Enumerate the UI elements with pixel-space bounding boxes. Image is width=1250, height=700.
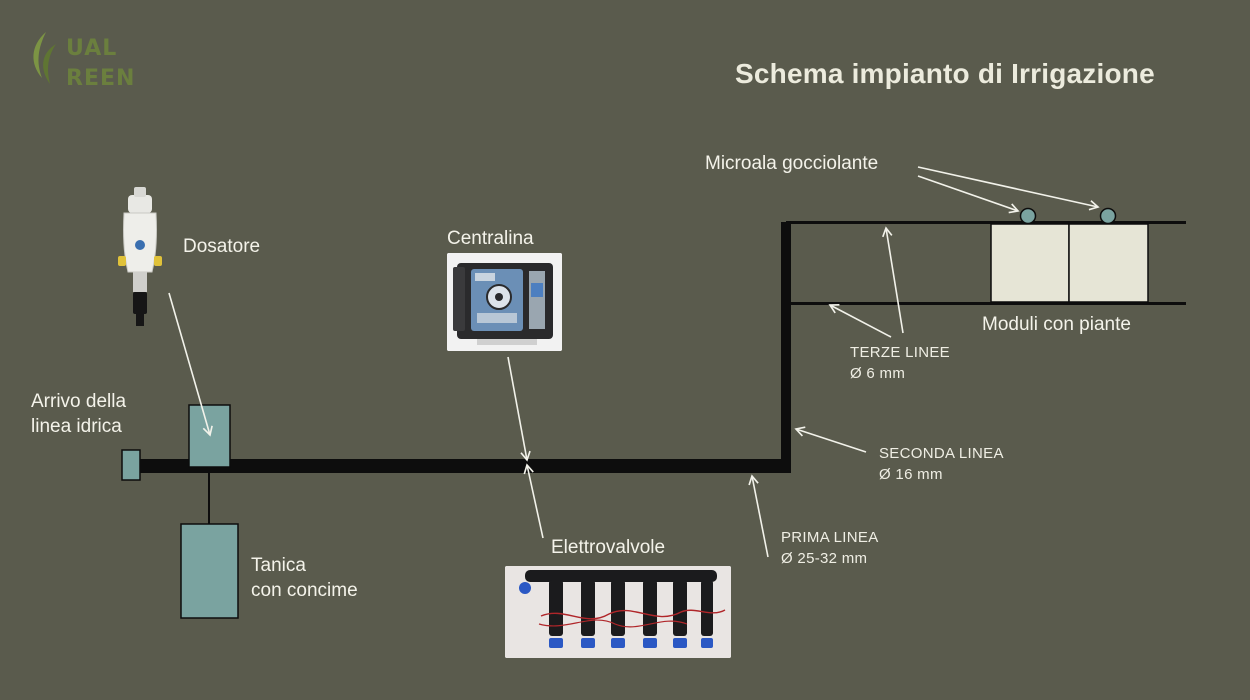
label-centralina: Centralina bbox=[447, 228, 534, 249]
tertiary-line-bottom bbox=[786, 302, 1186, 305]
label-dosatore: Dosatore bbox=[183, 236, 261, 257]
arrow-prima-linea bbox=[748, 474, 769, 558]
label-terze-linee: TERZE LINEE Ø 6 mm bbox=[850, 342, 950, 384]
plant-module-1 bbox=[990, 223, 1070, 303]
label-elettrovalvole: Elettrovalvole bbox=[551, 537, 666, 558]
arrivo-line2: linea idrica bbox=[31, 416, 122, 437]
dosatore-box bbox=[188, 404, 231, 468]
terze-linee-diameter: Ø 6 mm bbox=[850, 365, 906, 382]
label-arrivo: Arrivo della linea idrica bbox=[31, 389, 126, 439]
water-inlet bbox=[121, 449, 141, 481]
seconda-linea-diameter: Ø 16 mm bbox=[879, 466, 943, 483]
tertiary-line-top bbox=[786, 221, 1186, 224]
label-tanica: Tanica con concime bbox=[251, 553, 358, 603]
secondary-pipe bbox=[781, 222, 791, 473]
arrivo-line1: Arrivo della bbox=[31, 391, 127, 412]
leaf-icon bbox=[33, 32, 56, 84]
elettrovalvole-photo bbox=[505, 566, 731, 658]
label-prima-linea: PRIMA LINEA Ø 25-32 mm bbox=[781, 527, 879, 569]
page-title: Schema impianto di Irrigazione bbox=[735, 58, 1155, 89]
arrow-microala-1 bbox=[917, 175, 1020, 214]
logo-text-line1: UAL bbox=[66, 36, 118, 61]
arrow-elettrovalvole bbox=[523, 463, 544, 539]
centralina-photo bbox=[447, 253, 562, 351]
prima-linea-diameter: Ø 25-32 mm bbox=[781, 550, 868, 567]
label-microala: Microala gocciolante bbox=[705, 153, 879, 174]
label-moduli: Moduli con piante bbox=[982, 314, 1131, 335]
fertilizer-tank bbox=[180, 523, 239, 619]
arrow-terze-top bbox=[882, 226, 904, 334]
dripper-2 bbox=[1099, 207, 1117, 225]
arrow-dosatore bbox=[168, 292, 213, 437]
seconda-linea-title: SECONDA LINEA bbox=[879, 445, 1004, 462]
prima-linea-title: PRIMA LINEA bbox=[781, 529, 879, 546]
arrow-seconda-linea bbox=[794, 426, 867, 453]
tanica-line2: con concime bbox=[251, 580, 358, 601]
tanica-line1: Tanica bbox=[251, 555, 306, 576]
arrow-microala-2 bbox=[917, 166, 1100, 211]
logo-text-line2: REEN bbox=[66, 66, 136, 91]
primary-pipe bbox=[140, 459, 785, 473]
label-seconda-linea: SECONDA LINEA Ø 16 mm bbox=[879, 443, 1004, 485]
dosatore-illustration bbox=[118, 187, 162, 326]
plant-module-2 bbox=[1068, 223, 1149, 303]
logo: UAL REEN bbox=[26, 28, 166, 103]
dripper-1 bbox=[1019, 207, 1037, 225]
terze-linee-title: TERZE LINEE bbox=[850, 344, 950, 361]
arrow-terze-bottom bbox=[828, 303, 892, 338]
arrow-centralina bbox=[507, 356, 531, 462]
